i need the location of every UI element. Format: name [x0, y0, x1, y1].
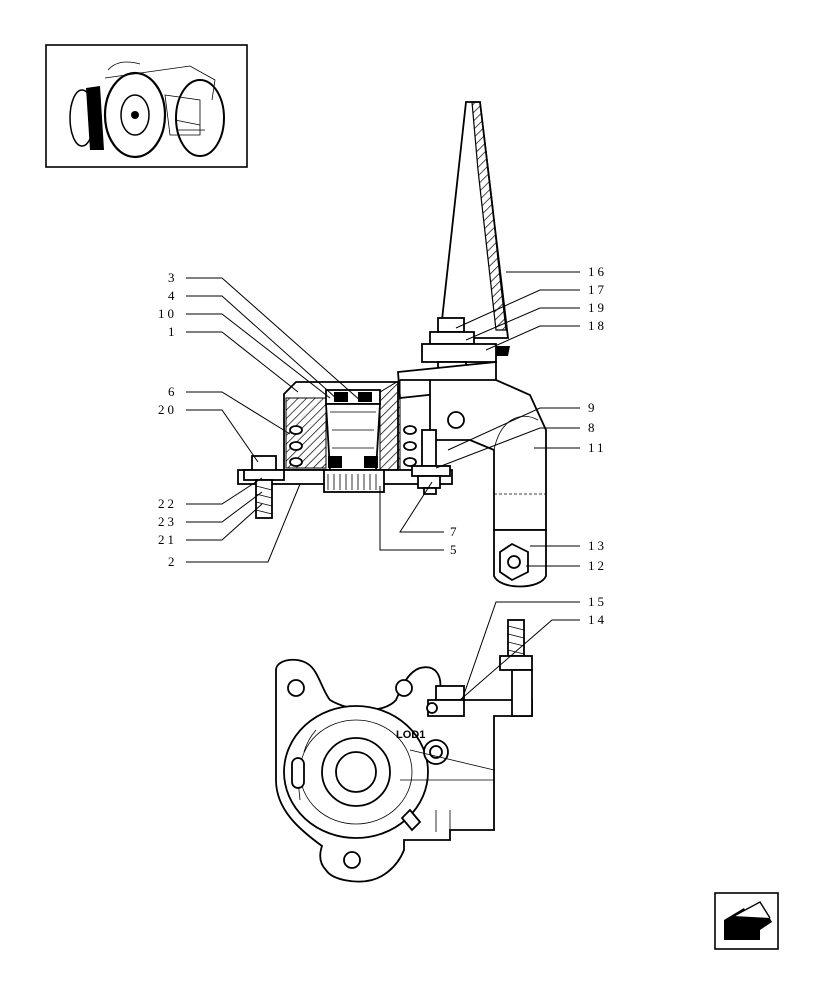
callout-6: 6	[168, 384, 178, 399]
callout-23: 23	[158, 514, 177, 529]
callout-21: 21	[158, 532, 177, 547]
leader-lines	[186, 271, 580, 701]
callout-3: 3	[168, 270, 178, 285]
callout-labels: 3 4 10 1 6 20 22 23 21 2 16 17 19 18 9 8…	[158, 264, 607, 627]
callout-19: 19	[588, 300, 607, 315]
callout-11: 11	[588, 440, 607, 455]
tractor-thumbnail-icon	[45, 44, 248, 168]
callout-8: 8	[588, 420, 598, 435]
callout-5: 5	[450, 542, 460, 557]
callout-10: 10	[158, 306, 177, 321]
callout-1: 1	[168, 324, 178, 339]
callout-18: 18	[588, 318, 607, 333]
callout-13: 13	[588, 538, 607, 553]
callout-17: 17	[588, 282, 607, 297]
callout-22: 22	[158, 496, 177, 511]
callout-2: 2	[168, 554, 178, 569]
callout-7: 7	[450, 524, 460, 539]
callout-14: 14	[588, 612, 607, 627]
callout-16: 16	[588, 264, 607, 279]
callout-12: 12	[588, 558, 607, 573]
callout-15: 15	[588, 594, 607, 609]
part-marking: LOD1	[396, 729, 425, 741]
callout-20: 20	[158, 402, 177, 417]
callout-9: 9	[588, 400, 598, 415]
previous-page-arrow-icon[interactable]	[714, 892, 779, 950]
sectional-assembly-view	[237, 101, 547, 588]
callout-4: 4	[168, 288, 178, 303]
plan-view: LOD1	[275, 619, 533, 883]
